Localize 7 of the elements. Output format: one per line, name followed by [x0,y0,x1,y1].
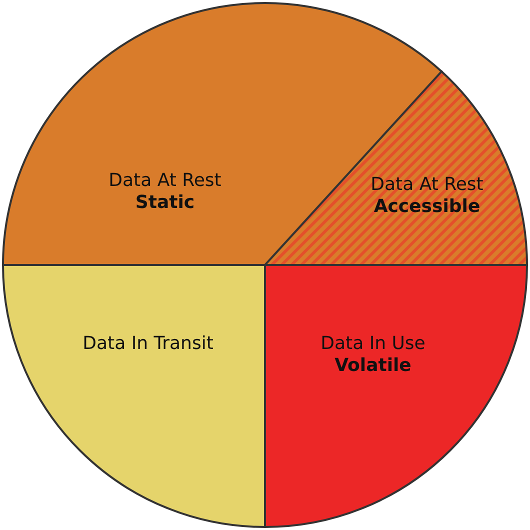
segment-label: Data At Rest [108,170,222,192]
segment-subtitle: Volatile [334,355,412,377]
segment-label: Data In Transit [82,333,214,355]
segment-label: Data In Use [320,333,426,355]
segment-subtitle: Static [134,192,196,214]
segment-label: Data At Rest [370,174,484,196]
segment-subtitle: Accessible [372,196,482,218]
